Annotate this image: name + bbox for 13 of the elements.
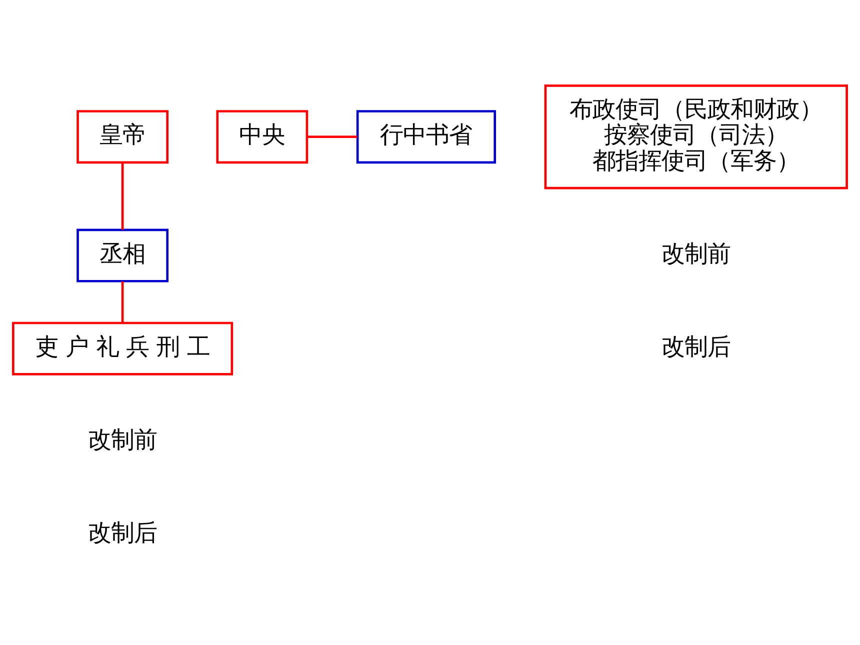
node-box: 中央 <box>216 110 308 164</box>
label: 改制后 <box>662 332 731 360</box>
node-box: 布政使司（民政和财政） 按察使司（司法） 都指挥使司（军务） <box>544 84 848 189</box>
node-box: 丞相 <box>76 228 169 282</box>
connector <box>121 280 124 322</box>
label: 改制前 <box>88 426 158 453</box>
connector <box>121 162 124 230</box>
label: 改制前 <box>662 240 731 267</box>
node-box: 行中书省 <box>356 110 496 164</box>
node-box: 吏 户 礼 兵 刑 工 <box>12 321 234 375</box>
connector <box>307 135 358 138</box>
node-box: 皇帝 <box>76 110 169 164</box>
label: 改制后 <box>88 519 158 546</box>
